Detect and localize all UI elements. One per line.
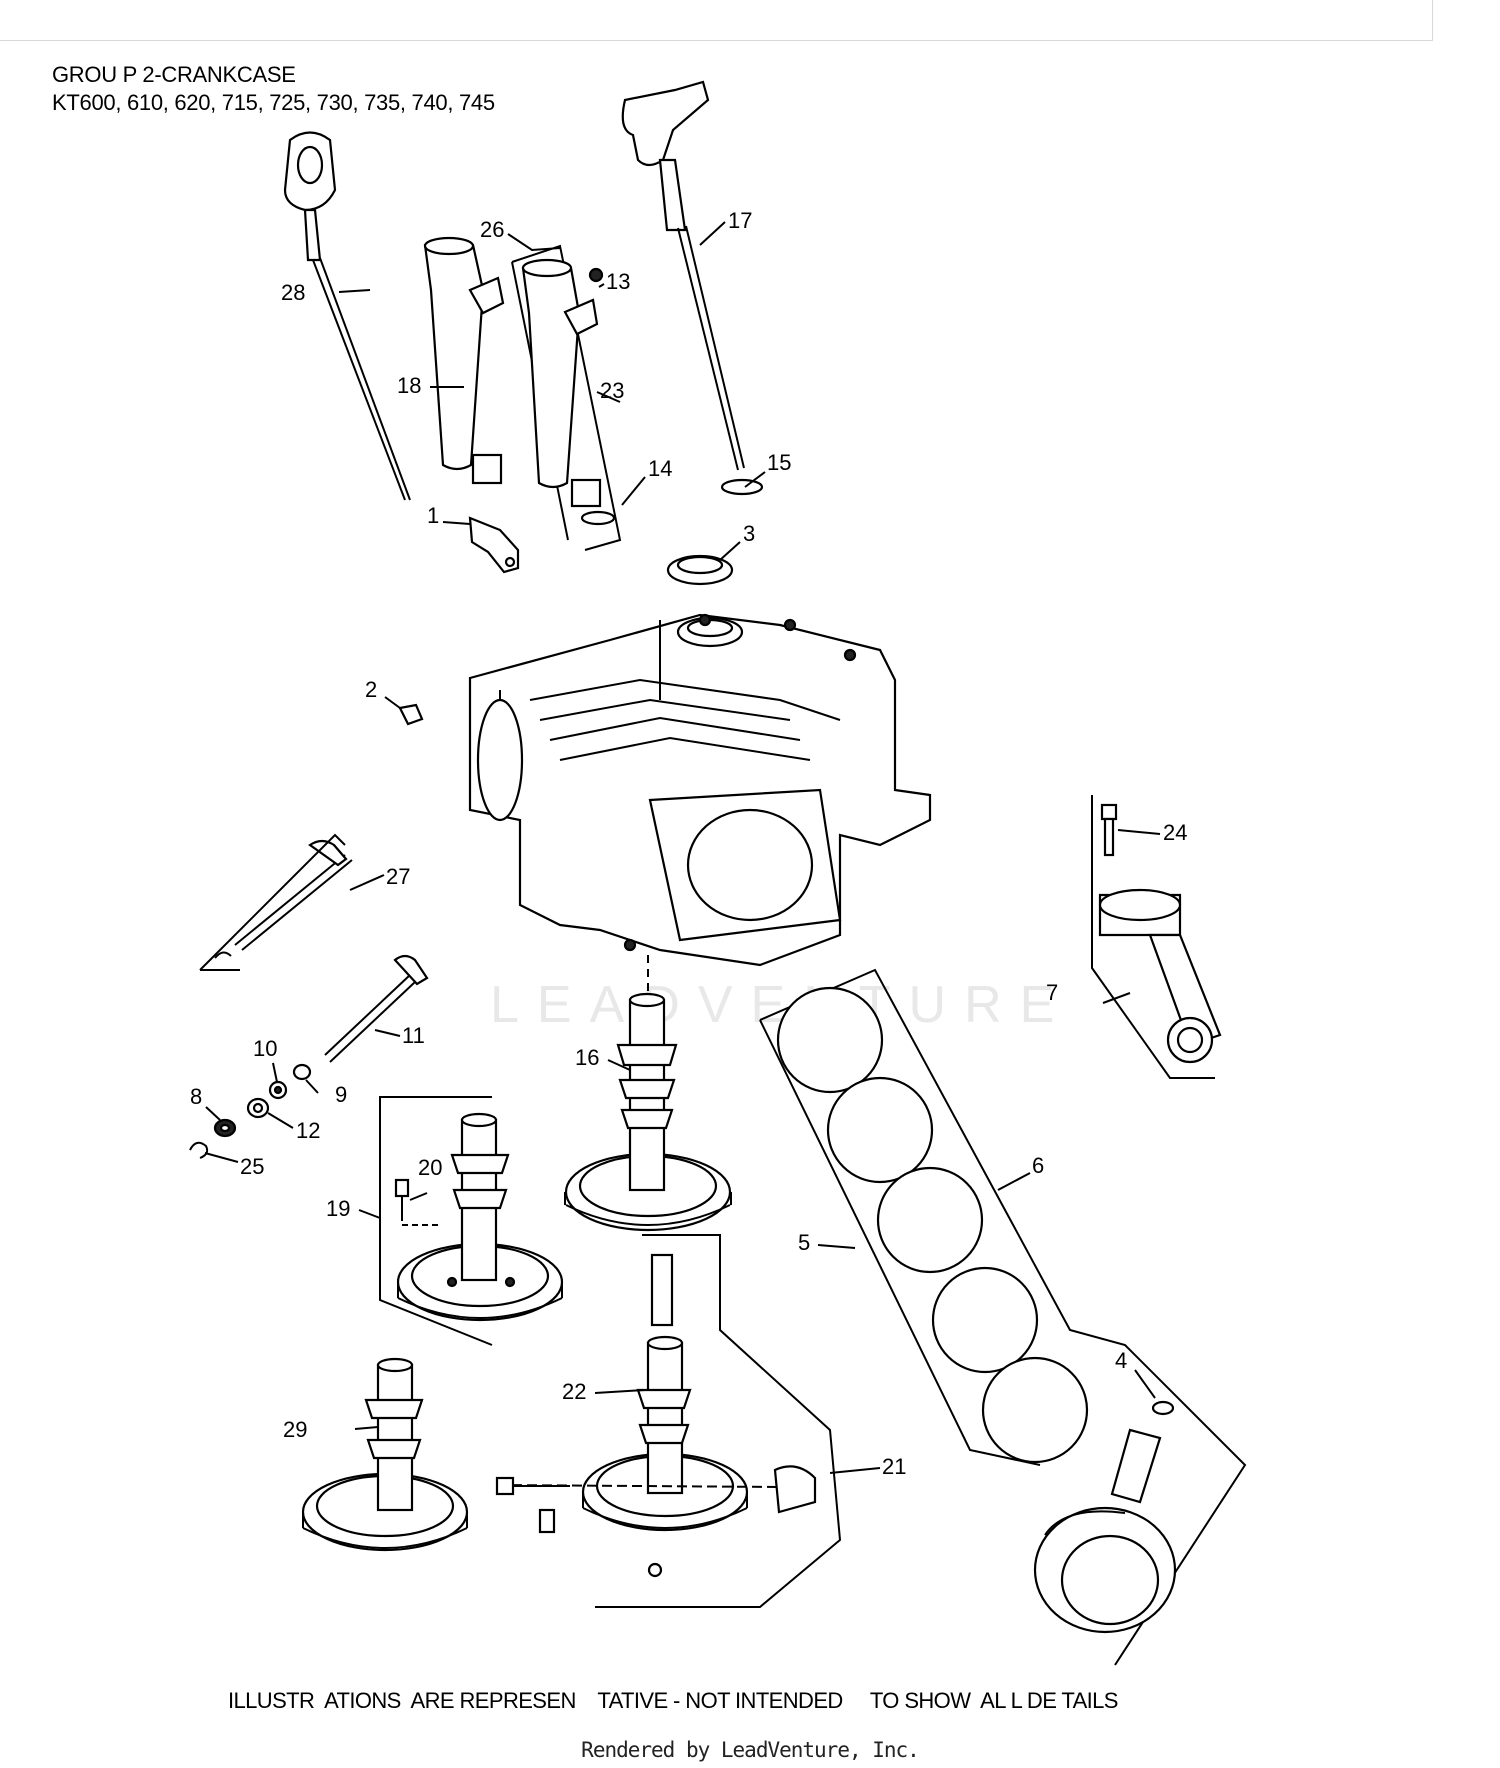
page-frame	[0, 0, 1433, 41]
part-5-bracket	[759, 968, 1247, 1666]
part-20-bolt[interactable]	[394, 1178, 440, 1226]
callout-21: 21	[882, 1454, 906, 1479]
callout-15: 15	[767, 450, 791, 475]
part-23-dipstick-tube[interactable]	[521, 258, 602, 508]
piston-pin[interactable]	[1110, 1428, 1162, 1504]
part-25-clip[interactable]	[189, 1141, 209, 1159]
part-10-washer[interactable]	[268, 1080, 288, 1100]
callout-2: 2	[365, 677, 377, 702]
callout-14: 14	[648, 456, 672, 481]
part-6-piston-ring-1[interactable]	[776, 986, 884, 1094]
callout-24: 24	[1163, 820, 1187, 845]
piston[interactable]	[1033, 1506, 1177, 1634]
callout-28: 28	[281, 280, 305, 305]
part-5-piston-ring-1[interactable]	[931, 1266, 1039, 1374]
part-3-oil-seal[interactable]	[666, 554, 734, 586]
callout-labels: 1 2 3 4 5 6 7 8 9 10 11 12 13 14 15 16 1…	[190, 208, 1187, 1479]
part-12-washer[interactable]	[246, 1097, 270, 1119]
part-27-governor-shaft[interactable]	[214, 839, 353, 959]
callout-18: 18	[397, 373, 421, 398]
part-24-rod-bolt[interactable]	[1100, 803, 1118, 857]
part-22-camshaft[interactable]	[581, 1253, 749, 1532]
part-5-piston-ring-2[interactable]	[981, 1356, 1089, 1464]
callout-7: 7	[1046, 980, 1058, 1005]
part-18-dipstick-tube[interactable]	[423, 236, 505, 485]
part-21-bracket	[595, 1234, 842, 1608]
callout-22: 22	[562, 1379, 586, 1404]
part-11-cross-shaft[interactable]	[324, 954, 429, 1063]
part-21-pin-and-weight[interactable]	[495, 1465, 817, 1578]
crankcase-block[interactable]	[468, 613, 932, 967]
part-15-o-ring[interactable]	[720, 478, 764, 496]
part-27-bracket	[199, 833, 346, 971]
callout-13: 13	[606, 269, 630, 294]
callout-5: 5	[798, 1230, 810, 1255]
diagram-group-title: GROU P 2-CRANKCASE	[52, 62, 296, 87]
diagram-model-list: KT600, 610, 620, 715, 725, 730, 735, 740…	[52, 90, 495, 115]
callout-8: 8	[190, 1084, 202, 1109]
part-16-camshaft[interactable]	[564, 992, 732, 1232]
part-28-dipstick[interactable]	[283, 131, 411, 501]
part-7-bracket	[1091, 795, 1215, 1079]
callout-16: 16	[575, 1045, 599, 1070]
callout-1: 1	[427, 503, 439, 528]
part-19-bracket	[379, 1096, 493, 1346]
illustration-disclaimer: ILLUSTR ATIONS ARE REPRESEN TATIVE - NOT…	[228, 1688, 1118, 1713]
callout-9: 9	[335, 1082, 347, 1107]
callout-3: 3	[743, 521, 755, 546]
part-8-washer[interactable]	[213, 1118, 237, 1138]
part-17-dipstick[interactable]	[621, 80, 745, 471]
part-9-washer[interactable]	[292, 1063, 312, 1081]
part-6-piston-ring-2[interactable]	[826, 1076, 934, 1184]
callout-26-leader	[507, 233, 561, 252]
part-7-connecting-rod[interactable]	[1098, 888, 1222, 1064]
part-29-camshaft[interactable]	[301, 1357, 469, 1552]
callout-17: 17	[728, 208, 752, 233]
render-credit: Rendered by LeadVenture, Inc.	[581, 1738, 920, 1762]
part-13-bolt[interactable]	[588, 267, 604, 283]
callout-10: 10	[253, 1036, 277, 1061]
part-1-bracket[interactable]	[468, 516, 520, 574]
part-2-plug[interactable]	[398, 703, 424, 726]
part-19-camshaft-assembly[interactable]	[396, 1112, 564, 1322]
callout-11: 11	[402, 1023, 425, 1048]
callout-12: 12	[296, 1118, 320, 1143]
callout-27: 27	[386, 864, 410, 889]
callout-25: 25	[240, 1154, 264, 1179]
watermark-text: LEADVENTURE	[490, 976, 1072, 1034]
callout-29: 29	[283, 1417, 307, 1442]
callout-6: 6	[1032, 1153, 1044, 1178]
callout-20: 20	[418, 1155, 442, 1180]
leader-lines	[204, 221, 1161, 1474]
part-4-retaining-clip[interactable]	[1151, 1400, 1175, 1416]
callout-26: 26	[480, 217, 504, 242]
callout-19: 19	[326, 1196, 350, 1221]
part-6-piston-ring-3[interactable]	[876, 1166, 984, 1274]
part-14-o-ring[interactable]	[580, 510, 616, 526]
part-6-bracket	[759, 1019, 1041, 1466]
callout-23: 23	[600, 378, 624, 403]
callout-4: 4	[1115, 1348, 1127, 1373]
